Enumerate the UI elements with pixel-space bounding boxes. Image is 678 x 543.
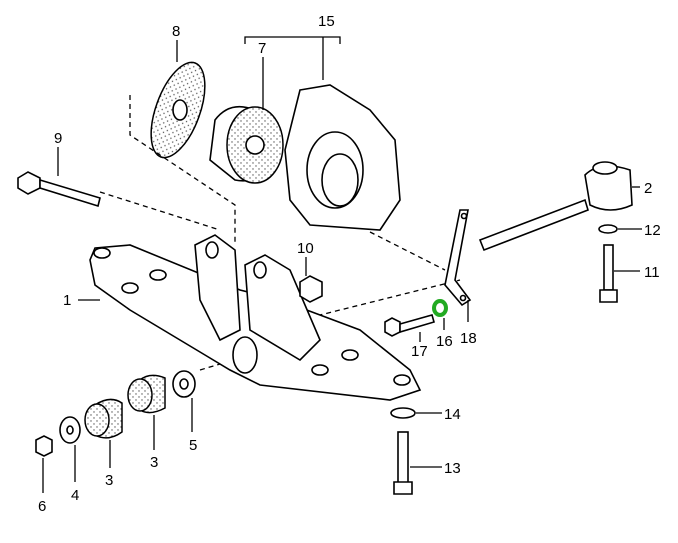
label-16: 16 bbox=[436, 333, 453, 350]
label-12: 12 bbox=[644, 222, 661, 239]
label-8: 8 bbox=[172, 23, 180, 40]
label-9: 9 bbox=[54, 130, 62, 147]
label-1: 1 bbox=[63, 292, 71, 309]
label-13: 13 bbox=[444, 460, 461, 477]
part-18-bracket[interactable] bbox=[444, 209, 472, 322]
label-3-lower: 3 bbox=[105, 472, 113, 489]
label-2: 2 bbox=[644, 180, 652, 197]
label-17: 17 bbox=[411, 343, 428, 360]
label-15: 15 bbox=[318, 13, 335, 30]
part-15-housing[interactable] bbox=[284, 84, 401, 231]
label-6: 6 bbox=[38, 498, 46, 515]
group-bracket-15 bbox=[244, 36, 341, 80]
part-1-crossmember[interactable] bbox=[78, 234, 422, 401]
part-14-washer[interactable] bbox=[390, 407, 442, 419]
part-7-bushing[interactable] bbox=[209, 57, 284, 184]
part-12-washer[interactable] bbox=[598, 224, 642, 234]
label-3-upper: 3 bbox=[150, 454, 158, 471]
part-13-bolt[interactable] bbox=[393, 431, 442, 495]
label-7: 7 bbox=[258, 40, 266, 57]
label-14: 14 bbox=[444, 406, 461, 423]
part-11-bolt[interactable] bbox=[599, 244, 640, 303]
part-16-washer-highlighted[interactable] bbox=[432, 299, 448, 330]
part-6-nut[interactable] bbox=[35, 435, 53, 493]
part-3-mount-lower[interactable] bbox=[84, 398, 123, 468]
label-5: 5 bbox=[189, 437, 197, 454]
label-10: 10 bbox=[297, 240, 314, 257]
part-9-bolt[interactable] bbox=[17, 147, 101, 208]
label-18: 18 bbox=[460, 330, 477, 347]
part-4-washer[interactable] bbox=[59, 416, 81, 482]
part-17-bolt[interactable] bbox=[384, 314, 435, 342]
part-10-nut[interactable] bbox=[299, 257, 323, 303]
part-2-tie-rod[interactable] bbox=[478, 161, 640, 252]
label-11: 11 bbox=[644, 264, 660, 281]
part-3-mount-upper[interactable] bbox=[127, 374, 166, 450]
label-4: 4 bbox=[71, 487, 79, 504]
part-8-pad[interactable] bbox=[140, 40, 216, 165]
part-5-washer[interactable] bbox=[172, 370, 196, 432]
